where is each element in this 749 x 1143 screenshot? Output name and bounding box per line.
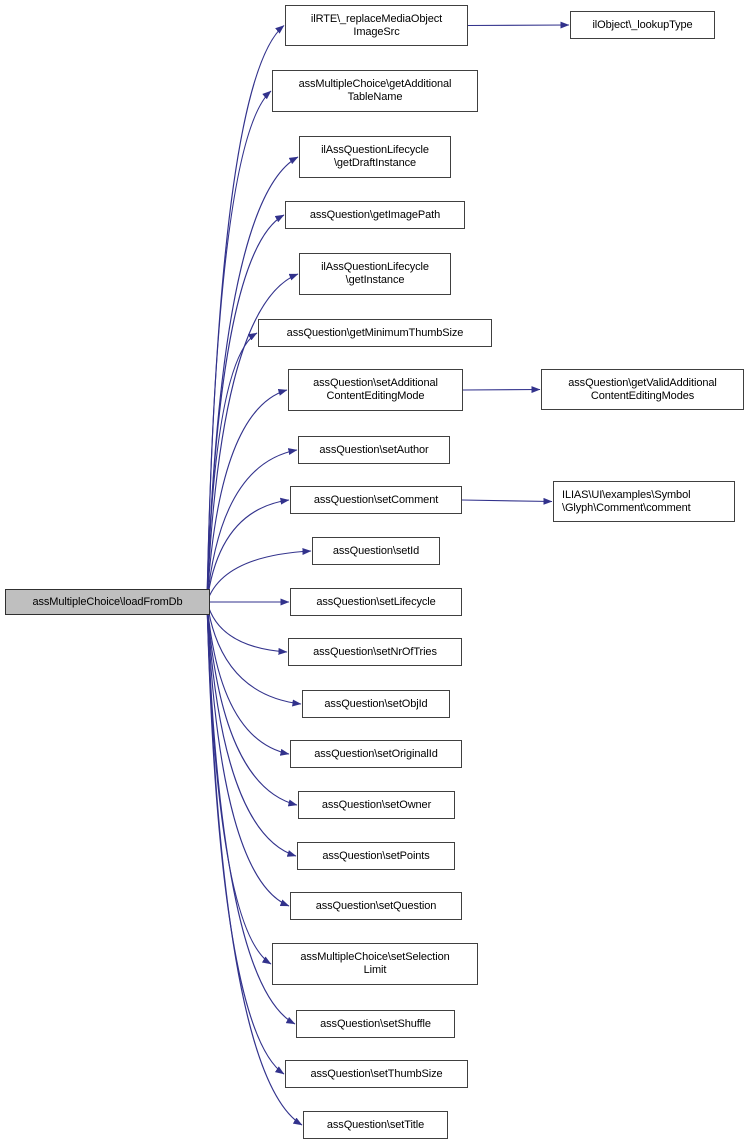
graph-node-label: assQuestion\setOwner	[321, 798, 432, 811]
graph-node-label: assQuestion\setShuffle	[320, 1017, 431, 1030]
graph-node[interactable]: ilAssQuestionLifecycle \getInstance	[299, 253, 451, 295]
graph-node-label: assQuestion\setQuestion	[315, 899, 437, 912]
graph-node-label: assQuestion\setThumbSize	[310, 1067, 443, 1080]
graph-node-label: ilObject\_lookupType	[592, 18, 693, 31]
graph-node-label: assMultipleChoice\setSelection Limit	[300, 951, 450, 976]
graph-edge	[206, 332, 258, 603]
graph-node[interactable]: assQuestion\setAuthor	[298, 436, 450, 464]
graph-node[interactable]: assQuestion\setAdditional ContentEditing…	[288, 369, 463, 411]
graph-edge	[461, 497, 553, 505]
graph-node-label: assMultipleChoice\getAdditional TableNam…	[298, 78, 452, 103]
graph-node[interactable]: ilObject\_lookupType	[570, 11, 715, 39]
graph-edge	[206, 448, 298, 603]
graph-node[interactable]: assQuestion\setObjId	[302, 690, 450, 718]
graph-node[interactable]: assMultipleChoice\getAdditional TableNam…	[272, 70, 478, 112]
graph-node[interactable]: assQuestion\setNrOfTries	[288, 638, 462, 666]
graph-node-label: ILIAS\UI\examples\Symbol \Glyph\Comment\…	[562, 488, 691, 514]
graph-node-label: assQuestion\setNrOfTries	[313, 645, 437, 658]
graph-node[interactable]: assQuestion\setThumbSize	[285, 1060, 468, 1088]
graph-edge	[462, 386, 541, 394]
graph-node[interactable]: assQuestion\setComment	[290, 486, 462, 514]
graph-node[interactable]: assQuestion\getImagePath	[285, 201, 465, 229]
graph-node-label: assQuestion\getMinimumThumbSize	[286, 326, 464, 339]
graph-node-label: assQuestion\getValidAdditional ContentEd…	[568, 376, 717, 402]
graph-edge	[206, 601, 285, 1075]
graph-node[interactable]: assQuestion\setId	[312, 537, 440, 565]
graph-node[interactable]: assQuestion\setShuffle	[296, 1010, 455, 1038]
graph-node[interactable]: assQuestion\setQuestion	[290, 892, 462, 920]
graph-edge	[206, 601, 290, 907]
graph-edge	[206, 601, 297, 857]
graph-node[interactable]: ILIAS\UI\examples\Symbol \Glyph\Comment\…	[553, 481, 735, 522]
graph-node-label: assQuestion\getImagePath	[309, 208, 441, 221]
graph-edge	[206, 389, 288, 603]
graph-node[interactable]: assQuestion\getMinimumThumbSize	[258, 319, 492, 347]
graph-edge	[206, 601, 302, 707]
graph-node-label: assMultipleChoice\loadFromDb	[32, 595, 183, 608]
graph-node-label: assQuestion\setTitle	[326, 1118, 425, 1131]
graph-edge	[467, 21, 570, 29]
graph-edge	[206, 601, 303, 1126]
graph-node-label: assQuestion\setId	[332, 544, 420, 557]
graph-node[interactable]: assQuestion\setOriginalId	[290, 740, 462, 768]
graph-edge	[206, 601, 290, 756]
graph-node-label: assQuestion\setOriginalId	[314, 747, 438, 760]
graph-node-label: assQuestion\setObjId	[324, 697, 428, 710]
graph-node[interactable]: assQuestion\setLifecycle	[290, 588, 462, 616]
graph-edge	[206, 601, 272, 965]
graph-node[interactable]: assQuestion\setOwner	[298, 791, 455, 819]
graph-edge	[206, 601, 298, 807]
graph-node-label: ilAssQuestionLifecycle \getInstance	[321, 261, 429, 286]
graph-node[interactable]: ilAssQuestionLifecycle \getDraftInstance	[299, 136, 451, 178]
graph-node-label: assQuestion\setLifecycle	[316, 595, 436, 608]
graph-node-label: assQuestion\setComment	[313, 493, 439, 506]
graph-node[interactable]: assQuestion\setPoints	[297, 842, 455, 870]
graph-node[interactable]: assQuestion\getValidAdditional ContentEd…	[541, 369, 744, 410]
graph-node-label: assQuestion\setPoints	[322, 849, 430, 862]
graph-node[interactable]: ilRTE\_replaceMediaObject ImageSrc	[285, 5, 468, 46]
graph-node[interactable]: assQuestion\setTitle	[303, 1111, 448, 1139]
graph-node-label: assQuestion\setAuthor	[319, 443, 429, 456]
graph-edge	[206, 497, 290, 603]
graph-node-label: ilRTE\_replaceMediaObject ImageSrc	[310, 12, 443, 38]
graph-node-root[interactable]: assMultipleChoice\loadFromDb	[5, 589, 210, 615]
graph-node-label: assQuestion\setAdditional ContentEditing…	[313, 377, 438, 402]
graph-edge	[206, 214, 285, 603]
graph-node-label: ilAssQuestionLifecycle \getDraftInstance	[321, 144, 429, 169]
graph-node[interactable]: assMultipleChoice\setSelection Limit	[272, 943, 478, 985]
graph-edge	[206, 601, 288, 655]
